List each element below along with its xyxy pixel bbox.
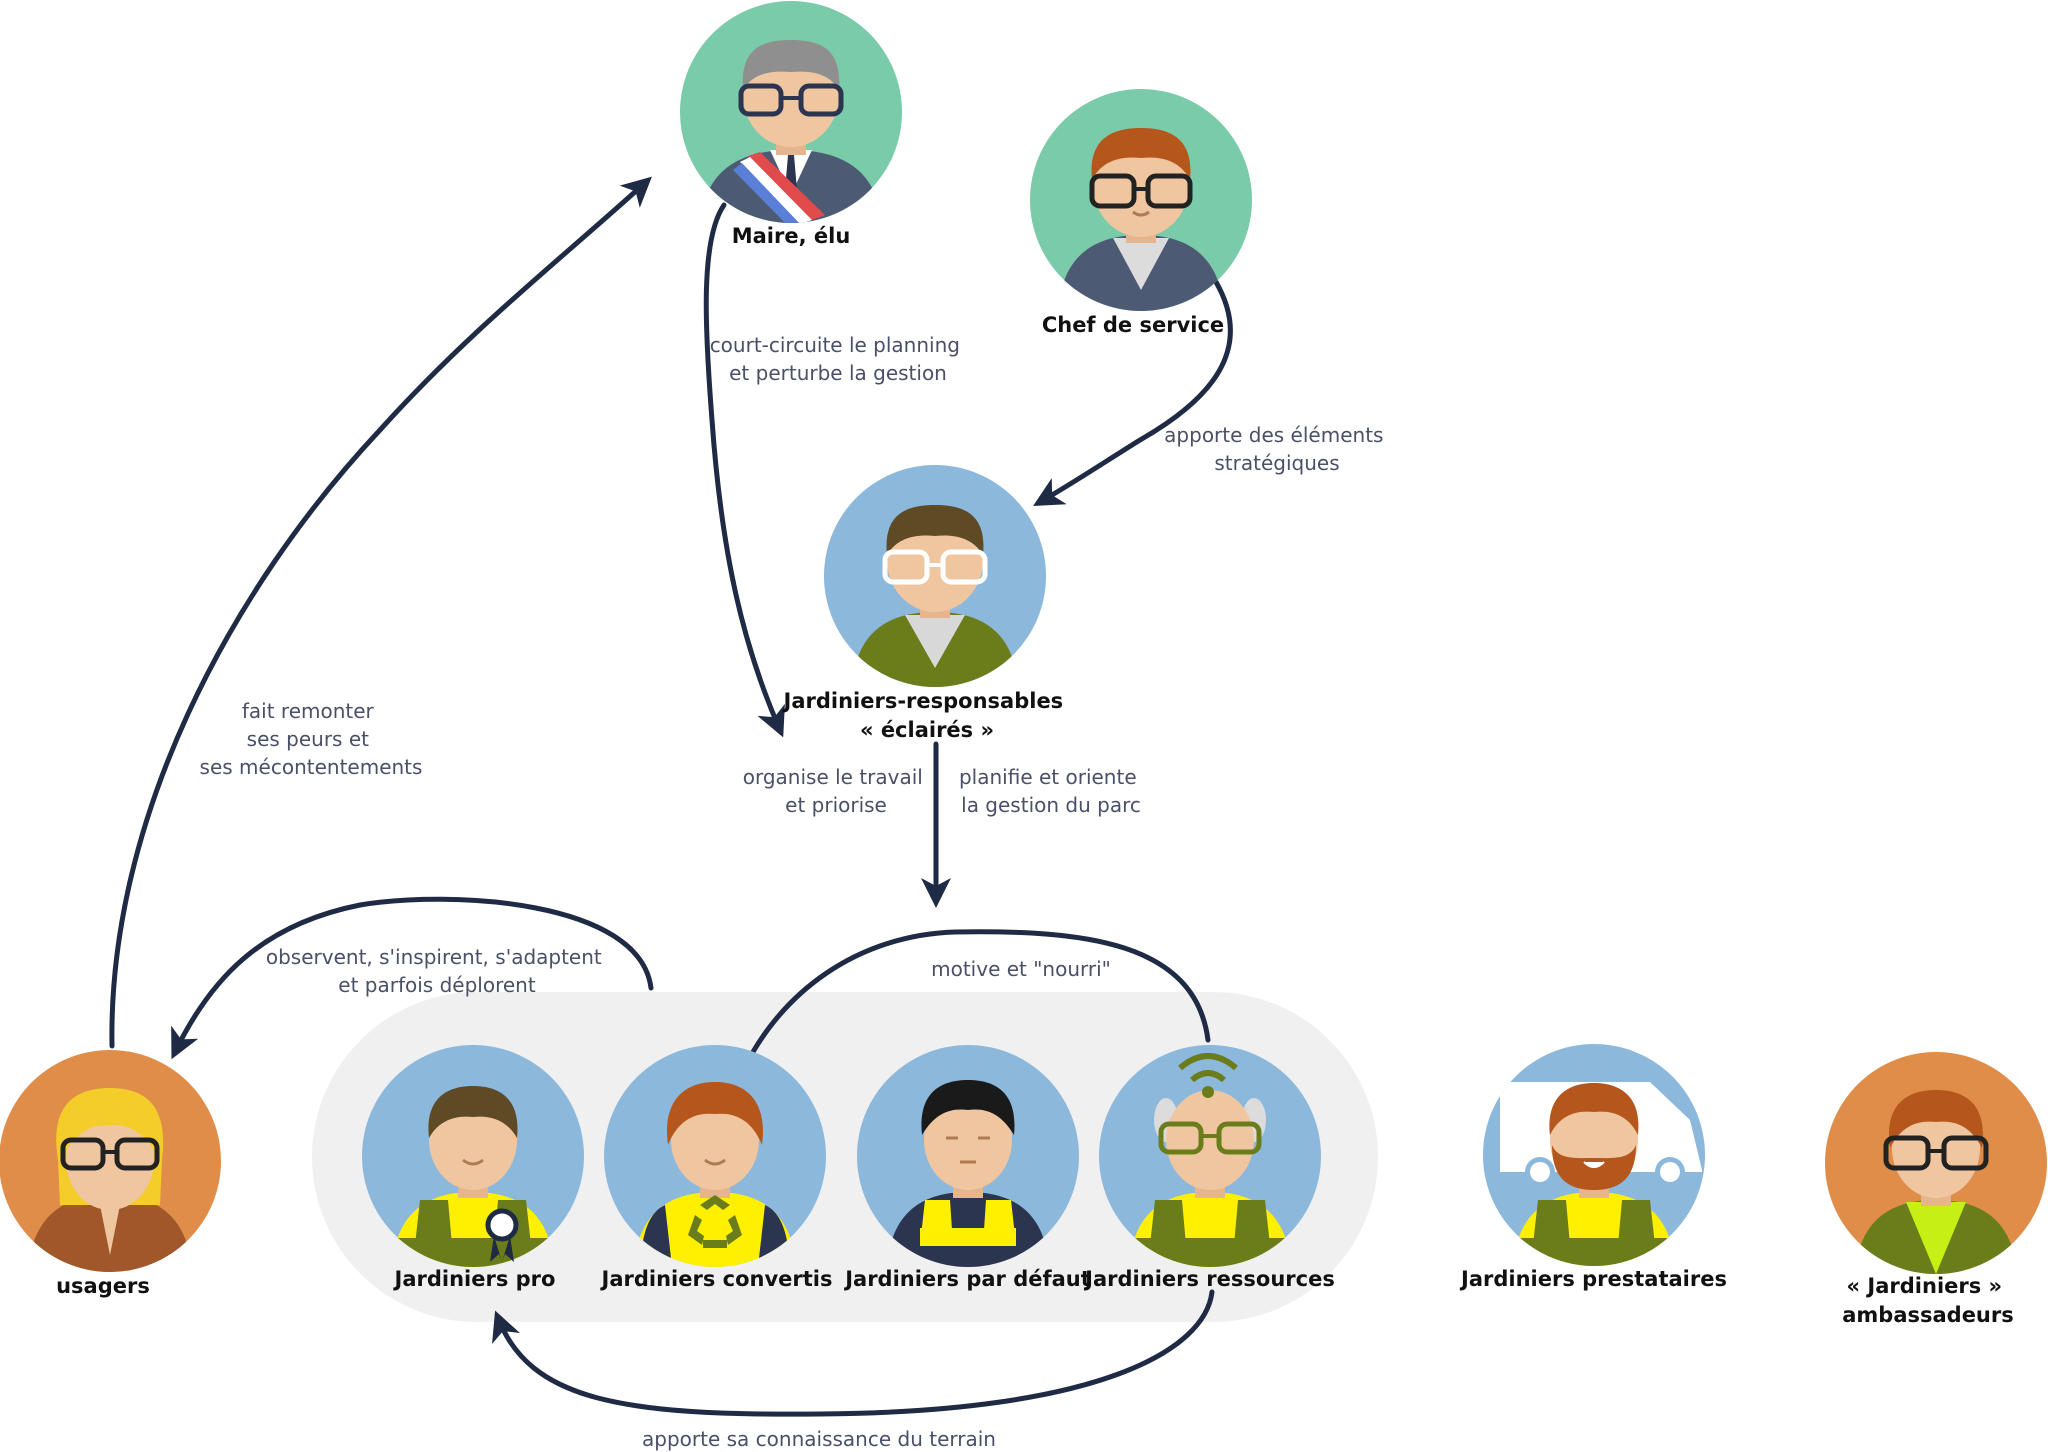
arrow-usagers-to-maire [109,176,652,1049]
defaut-label: Jardiniers par défaut [843,1267,1091,1291]
edge-label-connaissance: apporte sa connaissance du terrain [642,1427,996,1451]
maire-label: Maire, élu [732,224,851,248]
pro-avatar [362,1045,584,1267]
maire-avatar [680,1,902,223]
arrow-ressources-to-pro [492,1289,1215,1417]
defaut-avatar [857,1045,1079,1267]
arrow-group-to-usagers [171,896,654,1060]
chef-avatar [1030,89,1252,311]
responsables-label: Jardiniers-responsables « éclairés » [782,689,1071,742]
edge-label-organise: organise le travail et priorise [743,765,929,817]
usagers-label: usagers [56,1274,150,1298]
edge-label-court-circuite: court-circuite le planning et perturbe l… [710,333,967,385]
ressources-label: Jardiniers ressources [1083,1267,1335,1291]
edge-label-apporte-strategiques: apporte des éléments stratégiques [1164,423,1390,475]
chef-label: Chef de service [1042,313,1224,337]
prestataires-label: Jardiniers prestataires [1459,1267,1727,1291]
edge-label-planifie: planifie et oriente la gestion du parc [959,765,1143,817]
arrow-ressources-to-convertis [736,929,1211,1083]
responsables-avatar [824,465,1046,687]
ressources-avatar [1099,1045,1321,1267]
arrow-maire-to-organise [703,202,785,738]
ambassadeurs-label: « Jardiniers » ambassadeurs [1842,1274,2014,1327]
edge-label-fait-remonter: fait remonter ses peurs et ses mécontent… [200,699,423,779]
edge-label-observent: observent, s'inspirent, s'adaptent et pa… [266,945,608,997]
usagers-avatar [0,1050,221,1272]
convertis-avatar [604,1045,826,1267]
pro-label: Jardiniers pro [393,1267,556,1291]
arrow-chef-to-responsables [1033,279,1233,506]
edge-label-motive: motive et "nourri" [931,957,1111,981]
ambassadeurs-avatar [1825,1052,2047,1274]
gardeners-group-background [312,992,1378,1322]
convertis-label: Jardiniers convertis [600,1267,833,1291]
prestataires-avatar [1483,1044,1705,1266]
